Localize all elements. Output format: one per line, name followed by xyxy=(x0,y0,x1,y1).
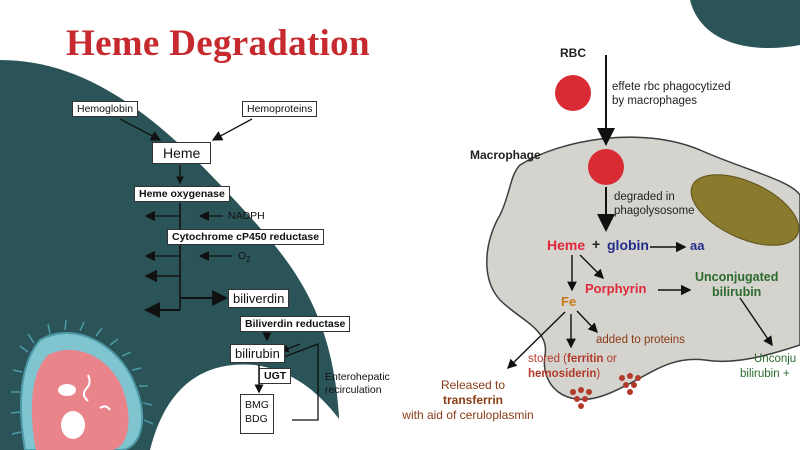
released-line1: Released to xyxy=(440,378,506,392)
unconjugated-line1: Unconjugated xyxy=(695,270,779,284)
enterohepatic-label: Enterohepatic recirculation xyxy=(325,371,390,397)
o2-subscript: 2 xyxy=(246,255,251,265)
porphyrin-label: Porphyrin xyxy=(585,281,647,296)
heme-label: Heme xyxy=(547,237,586,253)
biliverdin-box: biliverdin xyxy=(228,289,290,308)
slide-title: Heme Degradation xyxy=(66,23,370,64)
top-right-teal-blob xyxy=(690,0,800,48)
rbc-label: RBC xyxy=(560,46,586,60)
ferritin-granules-1 xyxy=(619,373,641,395)
cut-off-line2: bilirubin + xyxy=(740,368,790,380)
bmg-bdg-box: BMG BDG xyxy=(240,394,274,434)
macrophage-label: Macrophage xyxy=(470,148,541,162)
added-to-proteins-label: added to proteins xyxy=(596,334,685,346)
fe-label: Fe xyxy=(561,294,577,309)
cytochrome-box: Cytochrome cP450 reductase xyxy=(167,229,325,245)
bmg-label: BMG xyxy=(245,399,269,411)
cut-off-line1: Unconju xyxy=(754,353,797,365)
phagocytized-line1: effete rbc phagocytized xyxy=(612,81,731,93)
heme-oxygenase-box: Heme oxygenase xyxy=(134,186,230,202)
heme-box: Heme xyxy=(152,142,212,164)
o2-symbol: O xyxy=(238,250,247,262)
ferritin-granules-2 xyxy=(570,387,592,409)
rbc-circle xyxy=(555,75,591,111)
ugt-box: UGT xyxy=(259,368,292,384)
degraded-label: degraded in phagolysosome xyxy=(614,190,695,218)
phagocytized-line2: by macrophages xyxy=(612,95,698,107)
o2-label: O2 xyxy=(238,250,251,264)
globin-label: globin xyxy=(607,237,649,253)
biliverdin-reductase-box: Biliverdin reductase xyxy=(240,316,351,332)
hemosiderin-text: hemosiderin xyxy=(528,368,597,380)
hemoglobin-box: Hemoglobin xyxy=(72,101,139,117)
stored-or: or xyxy=(603,353,617,365)
hemoproteins-box: Hemoproteins xyxy=(242,101,318,117)
bdg-label: BDG xyxy=(245,413,268,425)
unconjugated-line2: bilirubin xyxy=(712,285,762,299)
aa-label: aa xyxy=(690,238,705,253)
ceruloplasmin-text: with aid of ceruloplasmin xyxy=(402,408,534,422)
vesicle xyxy=(690,174,800,246)
cut-off-unconjugated-label: Unconju bilirubin + xyxy=(740,352,796,382)
enterohepatic-line1: Enterohepatic xyxy=(325,371,390,383)
stored-label: stored (ferritin or hemosiderin) xyxy=(528,352,617,382)
degraded-line1: degraded in xyxy=(614,191,675,203)
bilirubin-box: bilirubin xyxy=(230,344,285,363)
ferritin-text: ferritin xyxy=(567,353,604,365)
transferrin-text: transferrin xyxy=(442,393,504,407)
released-label: Released to transferrin with aid of ceru… xyxy=(398,378,548,423)
stored-suffix: ) xyxy=(596,368,601,380)
unconjugated-bilirubin-label: Unconjugated bilirubin xyxy=(695,270,778,300)
nadph-label: NADPH xyxy=(228,210,265,222)
plus-sign: + xyxy=(592,236,601,252)
phagocytized-label: effete rbc phagocytized by macrophages xyxy=(612,80,731,108)
degraded-line2: phagolysosome xyxy=(614,205,695,217)
enterohepatic-line2: recirculation xyxy=(325,384,382,396)
microbe-illustration xyxy=(10,319,154,450)
stored-prefix: stored ( xyxy=(528,353,567,365)
phagocytized-rbc-circle xyxy=(588,149,624,185)
